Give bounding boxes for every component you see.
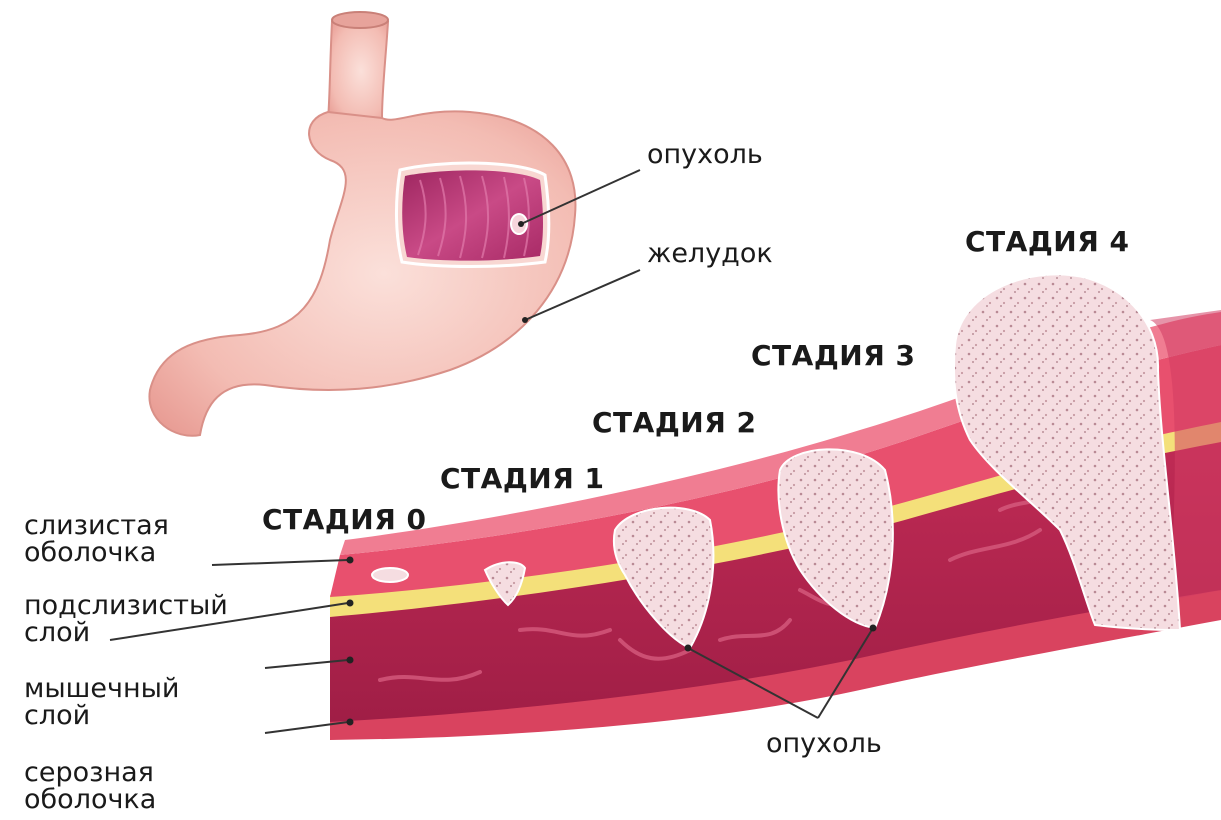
stomach-illustration bbox=[149, 12, 640, 436]
layer-label-mucosa-line2: оболочка bbox=[24, 539, 169, 566]
layer-label-mucosa: слизистая оболочка bbox=[24, 512, 169, 566]
stage-4-label: СТАДИЯ 4 bbox=[965, 225, 1129, 258]
layer-label-submucosa-line2: слой bbox=[24, 619, 228, 646]
layer-label-muscle-line1: мышечный bbox=[24, 675, 179, 702]
layer-label-submucosa-line1: подслизистый bbox=[24, 592, 228, 619]
layer-label-muscle: мышечный слой bbox=[24, 675, 179, 729]
layer-label-mucosa-line1: слизистая bbox=[24, 512, 169, 539]
layer-label-serosa-line1: серозная bbox=[24, 759, 156, 786]
stage-0-label: СТАДИЯ 0 bbox=[262, 503, 426, 536]
tumor-label-top: опухоль bbox=[647, 141, 763, 168]
tumor-label-bottom: опухоль bbox=[766, 730, 882, 757]
layer-label-muscle-line2: слой bbox=[24, 702, 179, 729]
stage-2-label: СТАДИЯ 2 bbox=[592, 406, 756, 439]
stomach-label: желудок bbox=[647, 240, 773, 267]
layer-label-serosa: серозная оболочка bbox=[24, 759, 156, 813]
layer-label-submucosa: подслизистый слой bbox=[24, 592, 228, 646]
stage-1-label: СТАДИЯ 1 bbox=[440, 462, 604, 495]
stage-3-label: СТАДИЯ 3 bbox=[751, 339, 915, 372]
layer-label-serosa-line2: оболочка bbox=[24, 786, 156, 813]
